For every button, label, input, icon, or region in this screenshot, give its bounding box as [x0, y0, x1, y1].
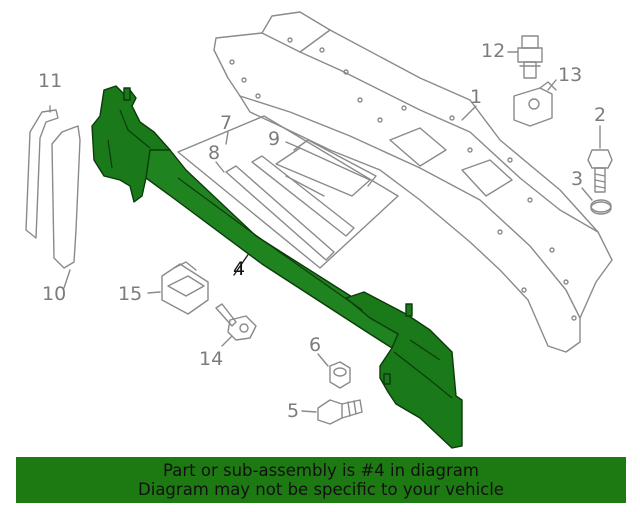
- part-9-bracket: [251, 139, 377, 237]
- banner-line-disclaimer: Diagram may not be specific to your vehi…: [138, 480, 504, 499]
- callout-3: 3: [571, 168, 584, 190]
- callout-8: 8: [208, 142, 221, 164]
- callout-4: 4: [233, 258, 246, 280]
- exploded-parts-diagram: [25, 11, 613, 449]
- callout-10: 10: [42, 283, 67, 305]
- part-8-strip: [225, 165, 335, 261]
- callout-6: 6: [309, 334, 322, 356]
- part-3-washer: [590, 199, 612, 215]
- part-2-bolt: [587, 149, 613, 193]
- callout-14: 14: [199, 348, 224, 370]
- part-1-support-frame: [213, 11, 613, 353]
- callout-11: 11: [38, 70, 63, 92]
- part-12-stud-bolt: [517, 35, 543, 79]
- callout-15: 15: [118, 283, 143, 305]
- callout-9: 9: [268, 128, 281, 150]
- part-13-clip-nut: [513, 81, 557, 127]
- callout-13: 13: [558, 64, 583, 86]
- banner-line-part-number: Part or sub-assembly is #4 in diagram: [163, 461, 479, 480]
- callout-2: 2: [594, 104, 607, 126]
- callout-7: 7: [220, 112, 233, 134]
- part-6-nut: [329, 361, 351, 389]
- part-10-side-panel: [51, 125, 81, 269]
- part-14-push-pin: [215, 303, 257, 341]
- callout-1: 1: [470, 86, 483, 108]
- part-4-highlighted-tie-bar: [91, 85, 463, 449]
- callout-5: 5: [287, 400, 300, 422]
- part-5-bolt: [317, 399, 363, 425]
- callout-12: 12: [481, 40, 506, 62]
- disclaimer-banner: Part or sub-assembly is #4 in diagram Di…: [16, 457, 626, 503]
- callout-leader-lines: [49, 51, 601, 413]
- part-11-trim: [25, 109, 59, 239]
- part-7-inset-box: [177, 115, 399, 269]
- part-4-right-bracket: [345, 291, 463, 449]
- part-15-clip: [161, 261, 209, 315]
